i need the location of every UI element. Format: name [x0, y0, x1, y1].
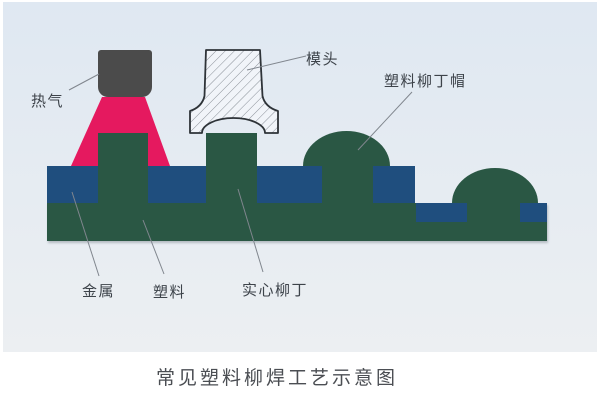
- hot-gas-nozzle: [98, 50, 152, 97]
- label-solid-rivet: 实心柳丁: [242, 281, 309, 299]
- leader-line-metal: [71, 191, 100, 277]
- metal-plate-lower-right: [520, 203, 547, 222]
- leader-line-plastic: [142, 219, 165, 275]
- metal-plate-lower-left: [416, 203, 467, 222]
- leader-line-hot-gas: [68, 73, 100, 91]
- solid-rivet-post-2: [206, 133, 257, 203]
- solid-rivet-post-1: [98, 133, 148, 203]
- die-head-shape: [189, 49, 279, 134]
- leader-line-rivet-cap: [357, 91, 413, 151]
- rivet-cap-stem: [322, 166, 373, 203]
- label-hot-gas: 热气: [31, 92, 65, 110]
- diagram-caption: 常见塑料柳焊工艺示意图: [155, 367, 399, 389]
- leader-line-solid-rivet: [237, 188, 264, 273]
- label-die-head: 模头: [306, 50, 340, 68]
- leader-line-die-head: [246, 55, 307, 71]
- label-plastic-rivet-cap: 塑料柳丁帽: [384, 72, 467, 90]
- label-metal: 金属: [82, 282, 116, 300]
- label-plastic: 塑料: [153, 283, 187, 301]
